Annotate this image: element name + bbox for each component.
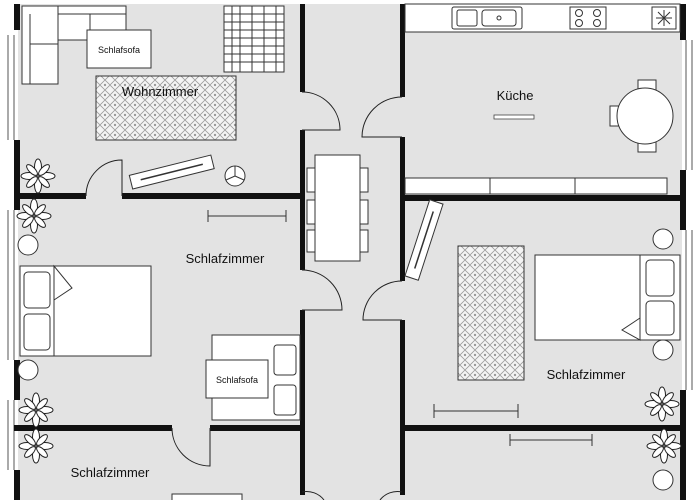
stove-icon [569,6,607,30]
kitchen-lower-cabinets [404,177,668,195]
kitchen-counter [404,3,681,33]
kitchen-label: Küche [497,88,534,103]
tv-bench-right [404,199,444,281]
fridge [651,6,677,30]
living-room: Schlafsofa Wohnzimmer [20,5,285,194]
bottom-right-room [509,428,682,491]
sofa-bed-bedroom [205,334,301,421]
bed-icon [534,254,681,341]
bedroom-right: Schlafzimmer [404,199,681,422]
lamp-bottom-right [652,469,674,491]
hallway-table [314,154,361,262]
tv-bench [128,154,215,190]
sofa-bed-living [86,29,152,69]
sofa-bed-living-label: Schlafsofa [98,45,140,55]
clothes-rail-bottom [509,434,593,446]
dining-table-icon [609,79,674,153]
doors [85,91,403,500]
clothes-rail-right [433,404,519,418]
bedroom-bottom-label: Schlafzimmer [71,465,150,480]
bedroom-bottom-floor [18,428,302,500]
windows [7,35,693,470]
bottom-furniture [171,493,243,500]
kitchen-shelf [493,114,535,120]
staircase-icon [223,5,285,73]
rug-icon [457,245,525,381]
living-room-label: Wohnzimmer [122,84,199,99]
bedroom-left: Schlafzimmer Schlafsofa [16,198,301,428]
lamp-right-bottom [652,339,674,361]
sofa-bed-bedroom-label: Schlafsofa [216,375,258,385]
sink-icon [451,6,523,30]
floor-lamp-icon [224,165,246,187]
bed-icon [19,264,152,357]
bottom-right-floor [402,428,682,500]
rug-icon [95,75,237,141]
bedroom-bottom: Schlafzimmer [18,428,243,500]
clothes-rail [207,210,287,222]
bedroom-right-label: Schlafzimmer [547,367,626,382]
hallway-dining [306,154,369,262]
kitchen: Küche [404,3,681,195]
lamp-right-top [652,228,674,250]
lamp-left-bottom [17,359,39,381]
l-sofa [21,5,127,85]
lamp-left-top [17,234,39,256]
bedroom-left-label: Schlafzimmer [186,251,265,266]
